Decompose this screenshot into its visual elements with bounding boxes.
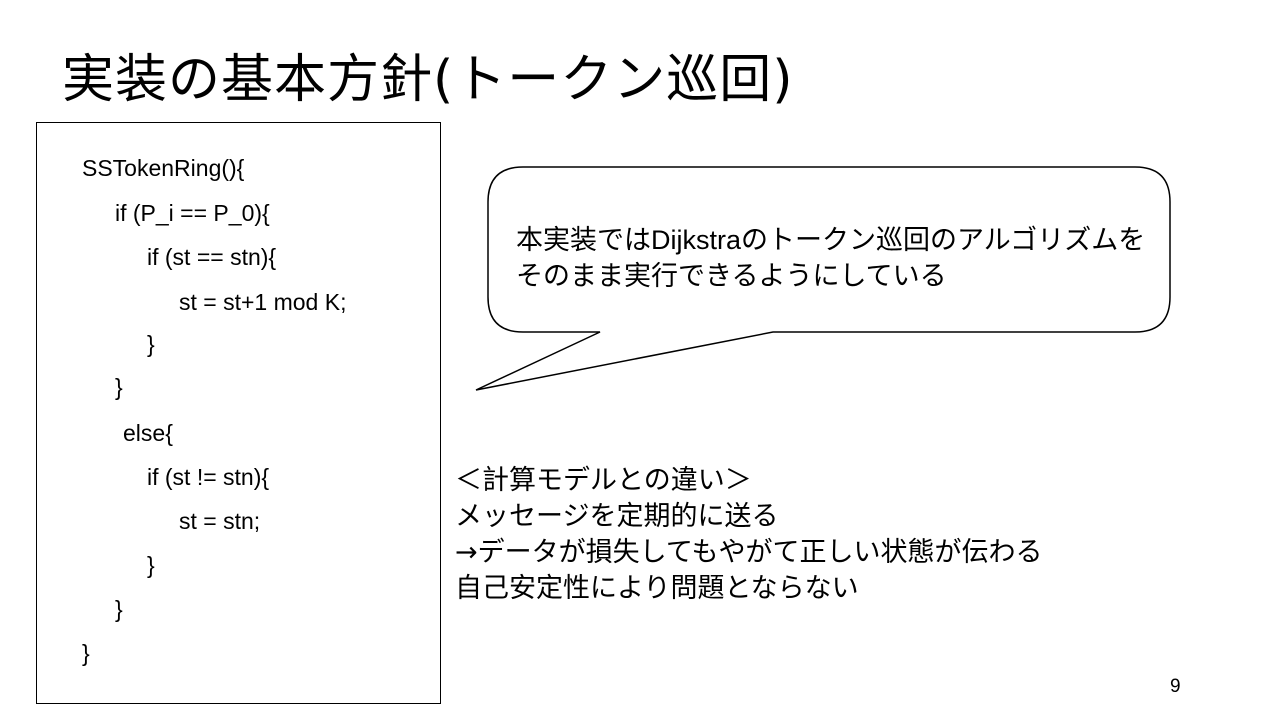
callout-text-part: のトークン巡回のアルゴリズムをそのまま実行できるようにしている bbox=[516, 225, 1146, 292]
code-line: if (P_i == P_0){ bbox=[115, 200, 270, 226]
code-line: st = stn; bbox=[179, 508, 261, 534]
code-line: st = st+1 mod K; bbox=[179, 289, 347, 315]
code-line: } bbox=[147, 331, 155, 357]
code-line: if (st == stn){ bbox=[147, 244, 277, 270]
code-line: if (st != stn){ bbox=[147, 464, 270, 490]
code-line: } bbox=[82, 640, 90, 666]
callout-text-latin: Dijkstra bbox=[651, 225, 742, 255]
notes-block: ＜計算モデルとの違い＞ メッセージを定期的に送る →データが損失してもやがて正し… bbox=[455, 463, 1042, 607]
notes-heading: ＜計算モデルとの違い＞ bbox=[455, 465, 752, 496]
callout-text-part: 本実装では bbox=[516, 225, 651, 256]
code-line: else{ bbox=[123, 420, 173, 446]
slide-title: 実装の基本方針(トークン巡回) bbox=[62, 50, 794, 110]
notes-line: 自己安定性により問題とならない bbox=[455, 573, 859, 604]
code-line: } bbox=[147, 552, 155, 578]
notes-line: →データが損失してもやがて正しい状態が伝わる bbox=[455, 537, 1043, 568]
page-number: 9 bbox=[1170, 676, 1181, 697]
callout-text: 本実装ではDijkstraのトークン巡回のアルゴリズムをそのまま実行できるように… bbox=[516, 222, 1166, 295]
code-line: } bbox=[115, 374, 123, 400]
code-box: SSTokenRing(){ if (P_i == P_0){ if (st =… bbox=[36, 122, 441, 704]
code-line: } bbox=[115, 596, 123, 622]
code-line: SSTokenRing(){ bbox=[82, 155, 245, 181]
notes-line: メッセージを定期的に送る bbox=[455, 501, 779, 532]
